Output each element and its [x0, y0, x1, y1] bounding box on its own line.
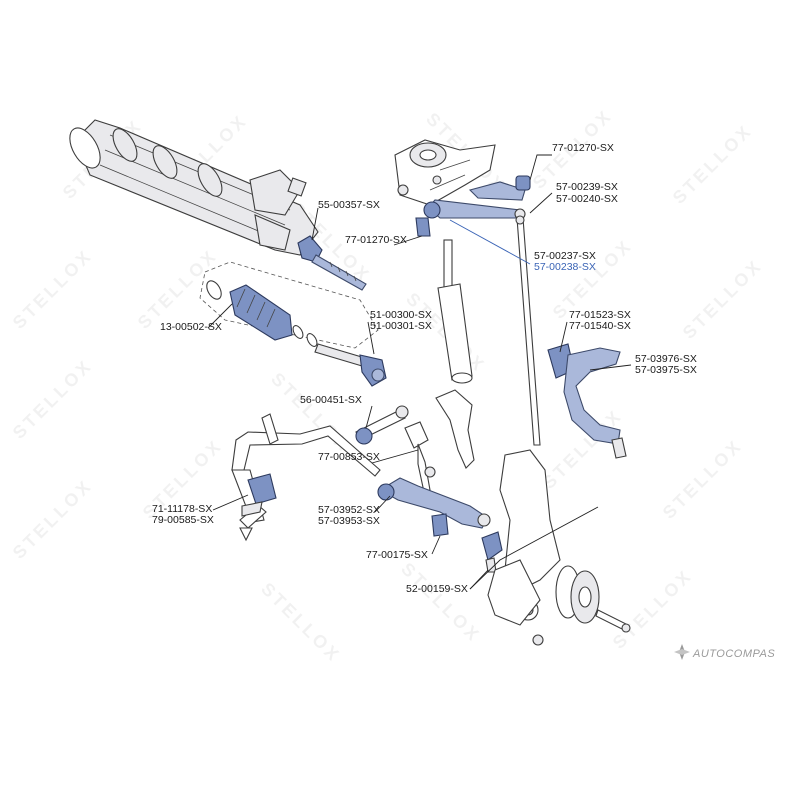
upper-control-arm-rear — [468, 175, 531, 201]
label-57-03976[interactable]: 57-03976-SX — [635, 353, 697, 365]
watermark: STELLOX — [9, 475, 97, 563]
watermark: STELLOX — [257, 579, 345, 667]
tie-rod-inner — [297, 235, 367, 291]
label-57-03975[interactable]: 57-03975-SX — [635, 364, 697, 376]
label-77-01270-mid[interactable]: 77-01270-SX — [345, 234, 407, 246]
upper-arm-bushing — [415, 217, 431, 237]
compass-icon — [674, 644, 690, 660]
brand-text: AUTOCOMPAS — [692, 648, 775, 660]
upper-control-arm-front — [423, 199, 526, 220]
shock-absorber — [437, 239, 473, 384]
label-77-00853[interactable]: 77-00853-SX — [318, 451, 380, 463]
part-labels: 77-01270-SX 57-00239-SX 57-00240-SX 55-0… — [152, 142, 697, 595]
watermark: STELLOX — [9, 245, 97, 333]
watermark: STELLOX — [659, 435, 747, 523]
label-77-01270-top[interactable]: 77-01270-SX — [552, 142, 614, 154]
label-52-00159[interactable]: 52-00159-SX — [406, 583, 468, 595]
boot-kit-outline — [199, 261, 379, 349]
label-71-11178[interactable]: 71-11178-SX — [152, 503, 212, 515]
leader-lines — [207, 154, 632, 590]
label-77-00175[interactable]: 77-00175-SX — [366, 549, 428, 561]
upper-mount — [394, 139, 496, 206]
watermark-layer: STELLOX STELLOX STELLOX STELLOX STELLOX … — [9, 105, 767, 666]
wheel-hub — [555, 565, 631, 633]
label-57-00240[interactable]: 57-00240-SX — [556, 193, 618, 205]
label-55-00357[interactable]: 55-00357-SX — [318, 199, 380, 211]
watermark: STELLOX — [609, 565, 697, 653]
label-51-00300[interactable]: 51-00300-SX — [370, 309, 432, 321]
stabilizer-bushing — [239, 473, 277, 542]
label-57-00238[interactable]: 57-00238-SX — [534, 261, 596, 273]
stabilizer-link-long — [515, 215, 541, 446]
label-57-03953[interactable]: 57-03953-SX — [318, 515, 380, 527]
small-link — [404, 421, 436, 493]
autocompas-logo: AUTOCOMPAS — [674, 644, 775, 660]
label-79-00585[interactable]: 79-00585-SX — [152, 514, 214, 526]
label-57-00237[interactable]: 57-00237-SX — [534, 250, 596, 262]
watermark: STELLOX — [679, 255, 767, 343]
steering-boot — [206, 280, 318, 347]
label-57-00239[interactable]: 57-00239-SX — [556, 181, 618, 193]
label-51-00301[interactable]: 51-00301-SX — [370, 320, 432, 332]
stabilizer-link — [355, 405, 409, 445]
tie-rod-end — [314, 343, 387, 387]
front-lower-arm — [377, 477, 491, 537]
watermark: STELLOX — [9, 355, 97, 443]
label-57-03952[interactable]: 57-03952-SX — [318, 504, 380, 516]
steering-knuckle — [435, 389, 561, 646]
label-13-00502[interactable]: 13-00502-SX — [160, 321, 222, 333]
label-56-00451[interactable]: 56-00451-SX — [300, 394, 362, 406]
label-77-01523[interactable]: 77-01523-SX — [569, 309, 631, 321]
steering-rack — [69, 119, 319, 256]
watermark: STELLOX — [669, 120, 757, 208]
watermark: STELLOX — [397, 559, 485, 647]
ball-joint — [481, 531, 503, 573]
label-77-01540[interactable]: 77-01540-SX — [569, 320, 631, 332]
